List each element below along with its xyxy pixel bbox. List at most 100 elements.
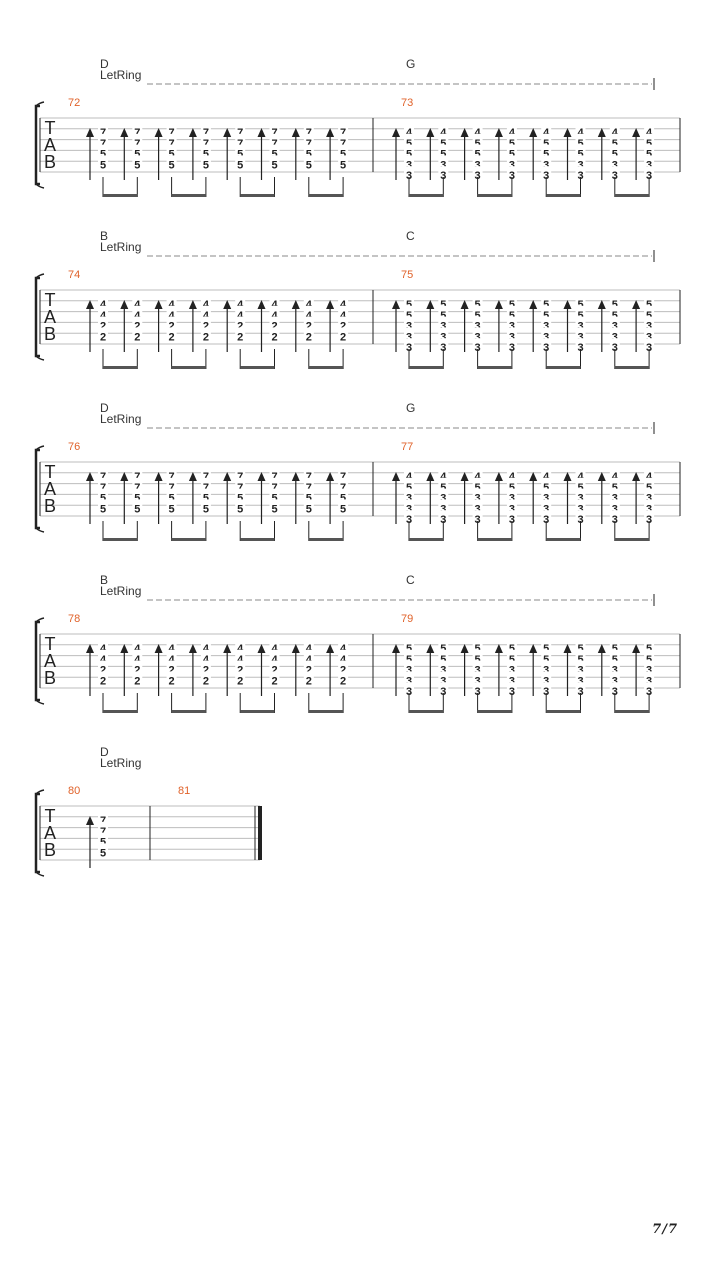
fret-mask	[404, 123, 414, 132]
strum-arrow-icon	[563, 128, 572, 137]
fret-mask	[132, 499, 143, 509]
fret-number: 4	[237, 654, 244, 666]
fret-mask	[575, 166, 586, 176]
strum-arrow-icon	[86, 300, 94, 309]
fret-number: 5	[100, 503, 106, 515]
fret-number: 5	[306, 149, 312, 161]
fret-mask	[200, 133, 211, 143]
fret-number: 5	[577, 654, 583, 666]
strum-arrow-icon	[529, 128, 538, 137]
measure-number: 78	[68, 613, 80, 625]
fret-number: 4	[612, 471, 619, 483]
beam	[308, 538, 344, 541]
tab-clef-letter: T	[45, 806, 56, 826]
fret-number: 5	[543, 310, 549, 322]
fret-mask	[575, 295, 586, 304]
fret-number: 4	[406, 127, 413, 139]
fret-mask	[404, 338, 414, 348]
fret-number: 3	[646, 493, 652, 505]
fret-number: 7	[203, 127, 209, 139]
fret-mask	[98, 811, 108, 820]
fret-mask	[269, 639, 280, 648]
fret-number: 5	[203, 159, 209, 171]
strum-arrow-icon	[632, 472, 641, 481]
beam	[171, 538, 206, 541]
fret-mask	[438, 305, 449, 315]
fret-mask	[438, 488, 449, 498]
fret-number: 5	[543, 654, 549, 666]
fret-number: 7	[169, 138, 175, 150]
fret-number: 4	[169, 310, 176, 322]
fret-number: 5	[612, 138, 618, 150]
fret-mask	[506, 510, 517, 520]
fret-number: 3	[475, 159, 481, 171]
system-bracket	[34, 792, 40, 874]
fret-mask	[404, 467, 414, 476]
fret-mask	[541, 166, 552, 176]
fret-mask	[472, 295, 483, 304]
fret-number: 5	[577, 149, 583, 161]
let-ring-label: LetRing	[100, 756, 141, 770]
fret-number: 7	[340, 471, 346, 483]
strum-arrow-icon	[597, 128, 606, 137]
measure-number: 74	[68, 269, 80, 281]
chord-symbol: C	[406, 573, 415, 587]
fret-number: 3	[543, 159, 549, 171]
system-bracket-hook	[35, 273, 45, 361]
strum-arrow-icon	[460, 300, 469, 309]
fret-number: 7	[100, 127, 106, 139]
fret-number: 4	[577, 471, 584, 483]
beam	[614, 194, 650, 197]
strum-arrow-icon	[120, 128, 129, 137]
fret-number: 5	[543, 149, 549, 161]
fret-mask	[166, 123, 177, 132]
fret-mask	[575, 155, 586, 165]
fret-number: 3	[577, 331, 583, 343]
fret-mask	[98, 327, 108, 337]
fret-mask	[506, 649, 517, 659]
fret-number: 3	[509, 665, 515, 677]
let-ring-label: LetRing	[100, 584, 141, 598]
fret-mask	[575, 133, 586, 143]
fret-number: 7	[237, 127, 243, 139]
measure-number: 72	[68, 97, 80, 109]
fret-mask	[303, 144, 314, 154]
fret-number: 7	[203, 482, 209, 494]
fret-number: 7	[340, 138, 346, 150]
fret-mask	[98, 821, 108, 831]
fret-number: 4	[406, 471, 413, 483]
fret-mask	[200, 295, 211, 304]
fret-mask	[506, 477, 517, 487]
fret-mask	[200, 144, 211, 154]
beam	[308, 366, 344, 369]
fret-mask	[235, 123, 246, 132]
tab-clef-letter: B	[44, 324, 56, 344]
fret-number: 5	[203, 503, 209, 515]
fret-mask	[166, 477, 177, 487]
fret-mask	[338, 305, 349, 315]
fret-mask	[644, 305, 655, 315]
strum-arrow-icon	[494, 644, 503, 653]
chord-symbol: D	[100, 401, 109, 415]
fret-number: 5	[340, 493, 346, 505]
fret-number: 5	[509, 299, 515, 311]
fret-mask	[644, 639, 655, 648]
strum-arrow-icon	[494, 472, 503, 481]
strum-arrow-icon	[632, 300, 641, 309]
fret-mask	[166, 327, 177, 337]
fret-mask	[541, 305, 552, 315]
fret-number: 4	[543, 127, 550, 139]
fret-mask	[200, 477, 211, 487]
fret-number: 5	[612, 310, 618, 322]
strum-arrow-icon	[326, 644, 335, 653]
fret-number: 3	[543, 514, 549, 526]
fret-mask	[269, 144, 280, 154]
fret-mask	[472, 488, 483, 498]
tab-clef-letter: T	[45, 118, 56, 138]
strum-arrow-icon	[257, 128, 266, 137]
fret-mask	[438, 327, 449, 337]
fret-mask	[235, 467, 246, 476]
fret-number: 3	[509, 342, 515, 354]
fret-mask	[541, 327, 552, 337]
fret-number: 3	[406, 665, 412, 677]
